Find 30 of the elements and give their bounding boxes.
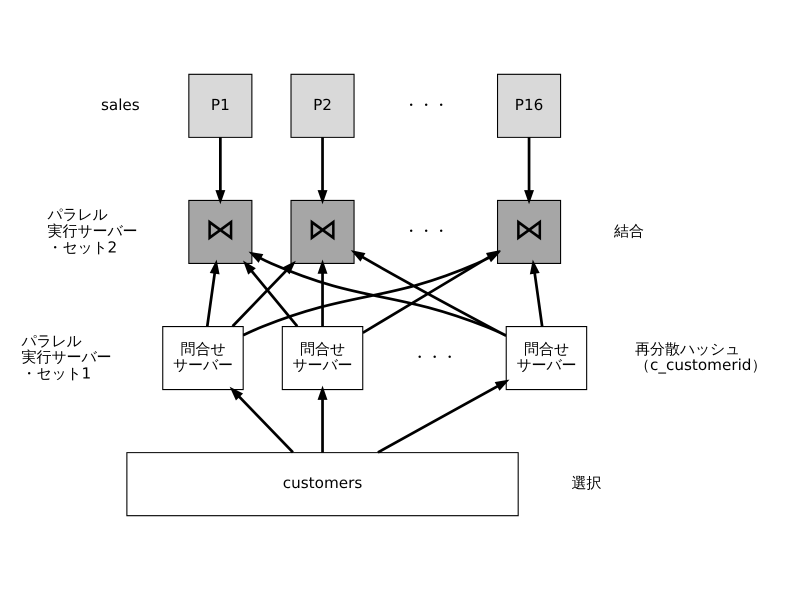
label: 選択 <box>572 474 602 492</box>
node-box: P16 <box>497 74 562 138</box>
arrow <box>530 260 544 326</box>
node-box: 問合せサーバー <box>506 326 588 390</box>
node-box: P1 <box>188 74 252 138</box>
node-box: ⋈ <box>497 200 562 264</box>
node-box: ⋈ <box>290 200 355 264</box>
node-box: customers <box>126 452 519 516</box>
arrow <box>232 260 296 328</box>
label: 結合 <box>614 222 644 240</box>
node-box: 問合せサーバー <box>282 326 364 390</box>
arrow <box>318 386 328 452</box>
label: 再分散ハッシュ（c_customerid） <box>635 340 766 374</box>
arrow <box>206 260 220 326</box>
label: sales <box>100 96 140 114</box>
arrow <box>318 138 328 204</box>
node-box: 問合せサーバー <box>162 326 244 390</box>
label: ・・・ <box>412 348 457 366</box>
node-box: P2 <box>290 74 355 138</box>
arrow <box>377 380 510 454</box>
label: ・・・ <box>403 96 448 114</box>
label: パラレル実行サーバー・セット1 <box>21 332 112 382</box>
label: パラレル実行サーバー・セット2 <box>48 206 138 256</box>
arrow <box>230 386 294 454</box>
arrow <box>243 260 298 328</box>
arrow <box>318 260 328 326</box>
arrow <box>524 138 534 204</box>
label: ・・・ <box>403 222 448 240</box>
arrow <box>215 138 226 204</box>
node-box: ⋈ <box>188 200 252 264</box>
